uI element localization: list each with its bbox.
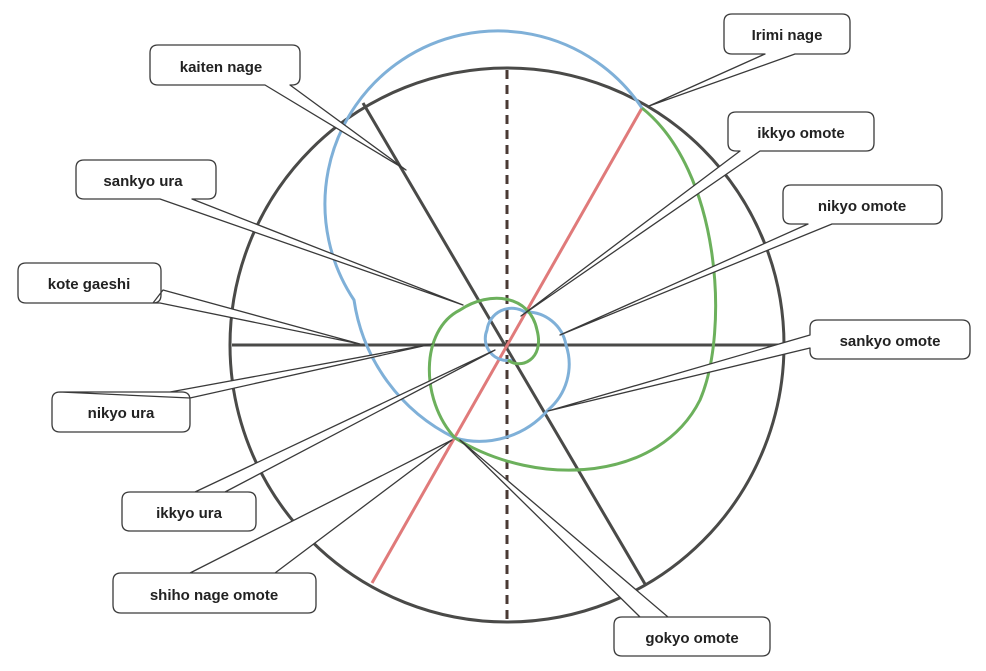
- label-sankyo-omote: sankyo omote: [840, 333, 941, 350]
- label-sankyo-ura: sankyo ura: [103, 173, 183, 190]
- label-ikkyo-omote: ikkyo omote: [757, 125, 845, 142]
- label-shiho-nage-omote: shiho nage omote: [150, 587, 278, 604]
- label-nikyo-ura: nikyo ura: [88, 405, 155, 422]
- green-spiral-outer: [454, 106, 718, 472]
- callout-kaiten-nage: kaiten nage: [149, 44, 407, 171]
- label-kaiten-nage: kaiten nage: [180, 59, 263, 76]
- label-gokyo-omote: gokyo omote: [645, 630, 738, 647]
- callout-irimi-nage: Irimi nage: [648, 13, 851, 107]
- callout-kote-gaeshi: kote gaeshi: [17, 262, 361, 345]
- blue-spiral-inner: [483, 306, 571, 412]
- callout-sankyo-ura: sankyo ura: [75, 159, 464, 306]
- callout-nikyo-omote: nikyo omote: [559, 184, 943, 336]
- callout-shiho-nage-omote: shiho nage omote: [112, 439, 453, 614]
- label-ikkyo-ura: ikkyo ura: [156, 505, 223, 522]
- callout-ikkyo-omote: ikkyo omote: [520, 111, 875, 317]
- label-nikyo-omote: nikyo omote: [818, 198, 906, 215]
- label-kote-gaeshi: kote gaeshi: [48, 276, 131, 293]
- callout-ikkyo-ura: ikkyo ura: [121, 349, 496, 532]
- red-diagonal-line: [370, 107, 644, 584]
- label-irimi-nage: Irimi nage: [752, 27, 823, 44]
- callout-sankyo-omote: sankyo omote: [547, 319, 971, 412]
- blue-spiral-outer: [323, 29, 644, 443]
- callout-nikyo-ura: nikyo ura: [51, 343, 433, 433]
- diagonal-line: [361, 102, 647, 585]
- callout-gokyo-omote: gokyo omote: [459, 439, 771, 657]
- green-spiral-inner: [427, 296, 541, 440]
